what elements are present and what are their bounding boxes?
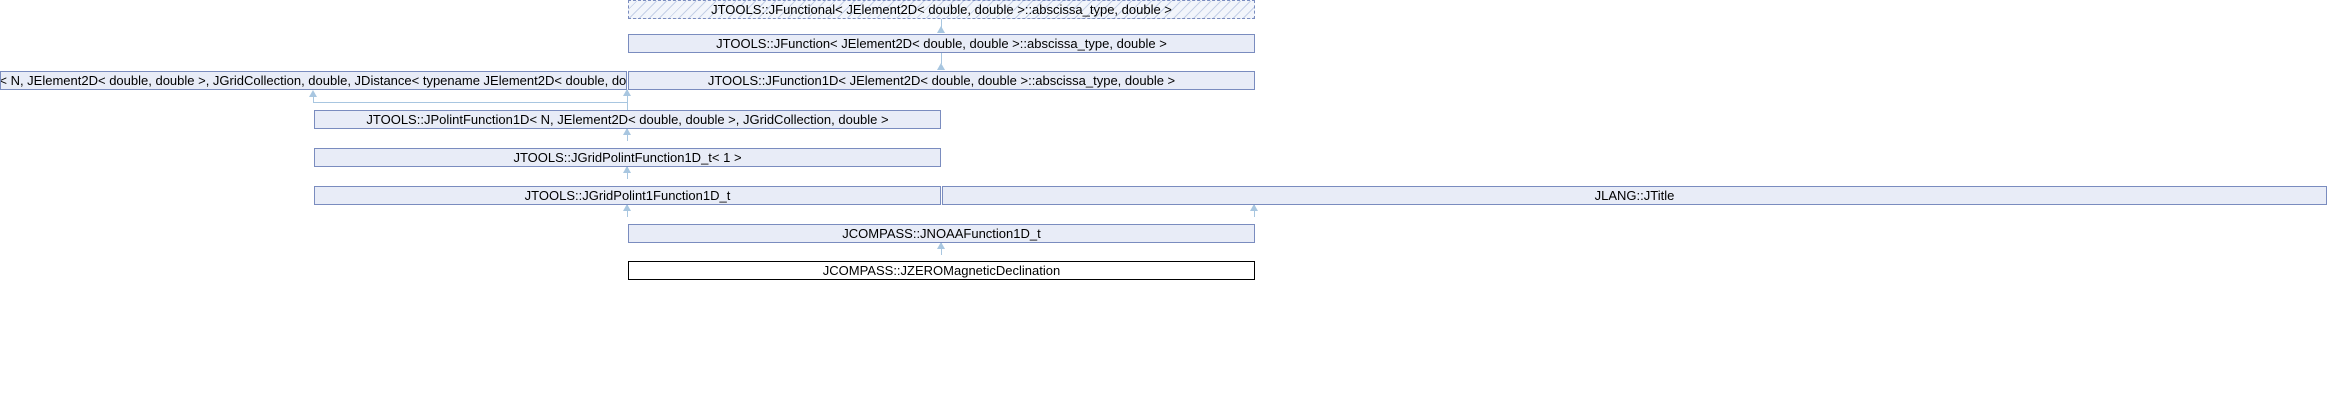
arrowhead-jpolintfunction1d-to-jpolintfunction bbox=[309, 90, 317, 97]
arrowhead-jgridpolintfunction1d-to-jpolintfunction1d bbox=[623, 128, 631, 135]
node-jtitle[interactable]: JLANG::JTitle bbox=[942, 186, 2327, 205]
node-jzeromagneticdeclination-label: JCOMPASS::JZEROMagneticDeclination bbox=[822, 263, 1061, 278]
arrowhead-jzeromagneticdeclination-to-jnoaafunction1d bbox=[937, 242, 945, 249]
node-jgridpolint1function1d-t[interactable]: JTOOLS::JGridPolint1Function1D_t bbox=[314, 186, 941, 205]
node-jpolintfunction1d-label: JTOOLS::JPolintFunction1D< N, JElement2D… bbox=[366, 112, 889, 127]
node-jpolintfunction1d[interactable]: JTOOLS::JPolintFunction1D< N, JElement2D… bbox=[314, 110, 941, 129]
node-jfunction[interactable]: JTOOLS::JFunction< JElement2D< double, d… bbox=[628, 34, 1255, 53]
arrowhead-jpolintfunction1d-to-jfunction1d bbox=[623, 89, 631, 96]
node-jgridpolintfunction1d-t[interactable]: JTOOLS::JGridPolintFunction1D_t< 1 > bbox=[314, 148, 941, 167]
node-jpolintfunction[interactable]: JTOOLS::JPolintFunction< N, JElement2D< … bbox=[0, 71, 627, 90]
edge-jnoaafunction1d-to-jgridpolint1function1d bbox=[627, 205, 628, 217]
node-jpolintfunction-label: JTOOLS::JPolintFunction< N, JElement2D< … bbox=[0, 73, 627, 88]
node-jgridpolint1function1d-t-label: JTOOLS::JGridPolint1Function1D_t bbox=[524, 188, 731, 203]
edge-jpolintfunction1d-to-jpolintfunction-vertical bbox=[313, 97, 314, 103]
arrowhead-jfunction-to-jfunctional bbox=[937, 26, 945, 33]
node-jfunction1d-label: JTOOLS::JFunction1D< JElement2D< double,… bbox=[707, 73, 1176, 88]
arrowhead-jgridpolint1function1d-to-jgridpolintfunction1d bbox=[623, 166, 631, 173]
arrowhead-jnoaafunction1d-to-jgridpolint1function1d bbox=[623, 204, 631, 211]
node-jnoaafunction1d-t[interactable]: JCOMPASS::JNOAAFunction1D_t bbox=[628, 224, 1255, 243]
node-jfunction1d[interactable]: JTOOLS::JFunction1D< JElement2D< double,… bbox=[628, 71, 1255, 90]
edge-jpolintfunction1d-to-jfunction1d bbox=[627, 90, 628, 103]
edge-jnoaafunction1d-to-jtitle bbox=[1254, 205, 1255, 217]
edge-jpolintfunction1d-riser bbox=[627, 102, 628, 111]
node-jfunction-label: JTOOLS::JFunction< JElement2D< double, d… bbox=[716, 36, 1167, 51]
node-jtitle-label: JLANG::JTitle bbox=[1594, 188, 1675, 203]
edge-jpolintfunction1d-to-jpolintfunction-horizontal bbox=[313, 102, 628, 103]
node-jgridpolintfunction1d-t-label: JTOOLS::JGridPolintFunction1D_t< 1 > bbox=[513, 150, 742, 165]
arrowhead-jfunction1d-to-jfunction bbox=[937, 63, 945, 70]
edge-jfunction1d-to-jfunction bbox=[941, 53, 942, 64]
edge-jgridpolint1function1d-to-jgridpolintfunction1d bbox=[627, 167, 628, 179]
node-jnoaafunction1d-t-label: JCOMPASS::JNOAAFunction1D_t bbox=[842, 226, 1041, 241]
node-jzeromagneticdeclination[interactable]: JCOMPASS::JZEROMagneticDeclination bbox=[628, 261, 1255, 280]
edge-jfunction-to-jfunctional bbox=[941, 19, 942, 28]
arrowhead-jnoaafunction1d-to-jtitle bbox=[1250, 204, 1258, 211]
node-jfunctional-label: JTOOLS::JFunctional< JElement2D< double,… bbox=[711, 2, 1172, 17]
node-jfunctional[interactable]: JTOOLS::JFunctional< JElement2D< double,… bbox=[628, 0, 1255, 19]
edge-jzeromagneticdeclination-to-jnoaafunction1d bbox=[941, 243, 942, 255]
edge-jgridpolintfunction1d-to-jpolintfunction1d bbox=[627, 129, 628, 141]
